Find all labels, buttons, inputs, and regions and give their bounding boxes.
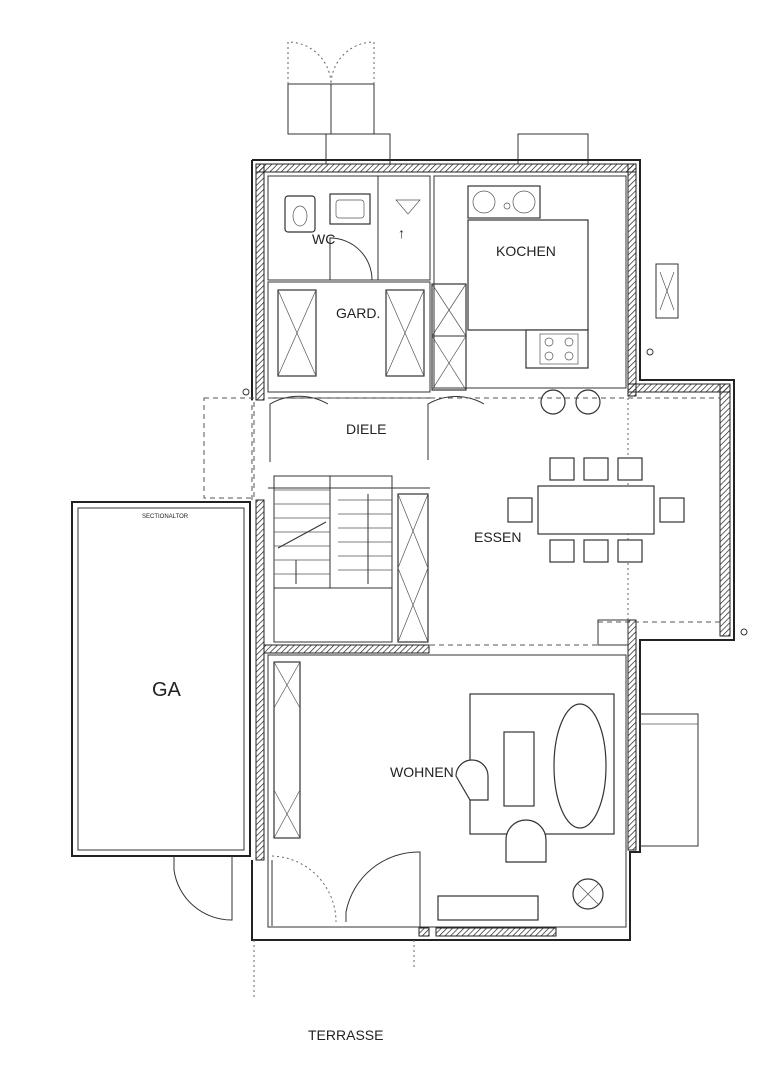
wc-room (267, 175, 431, 281)
living-balcony (639, 713, 699, 847)
diele (203, 395, 485, 499)
top-balcony (287, 41, 589, 165)
room-label-garage: GA (152, 679, 182, 701)
room-label-terrasse: TERRASSE (308, 1027, 383, 1043)
dining-area (430, 397, 720, 646)
garderobe (267, 281, 467, 393)
garage (71, 501, 251, 921)
stair-arrow: ↑ (398, 225, 405, 241)
garage-door-label: SECTIONALTOR (142, 514, 189, 520)
living-room (267, 654, 627, 928)
exterior-walls (255, 163, 731, 937)
building-outline (251, 159, 735, 941)
kitchen (433, 175, 627, 415)
room-label-wc: WC (312, 231, 335, 247)
staircase (273, 475, 429, 643)
room-label-wohnen: WOHNEN (390, 764, 454, 780)
room-label-kochen: KOCHEN (496, 243, 556, 259)
room-label-diele: DIELE (346, 421, 386, 437)
room-label-essen: ESSEN (474, 529, 521, 545)
side-window (242, 263, 748, 636)
room-label-garderobe: GARD. (336, 305, 380, 321)
